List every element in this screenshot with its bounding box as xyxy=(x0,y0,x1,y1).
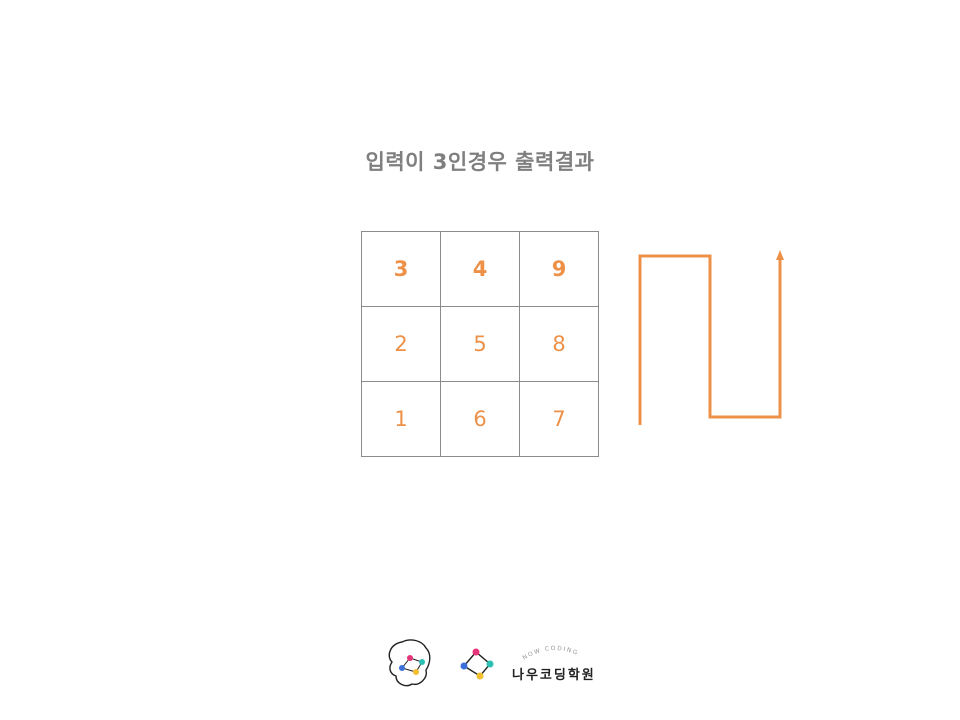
brain-icon xyxy=(388,639,431,687)
grid-cell: 4 xyxy=(440,231,520,307)
grid-cell: 6 xyxy=(440,381,520,457)
logo-text: 나우코딩학원 xyxy=(512,668,596,683)
network-mark-lines xyxy=(463,651,491,677)
logo-arc-text: NOW CODING xyxy=(521,645,579,662)
node-dot xyxy=(460,662,468,670)
arrow-head-icon xyxy=(776,250,784,260)
grid-row: 1 6 7 xyxy=(361,381,599,457)
number-grid: 3 4 9 2 5 8 1 6 7 xyxy=(361,231,599,457)
node-dot xyxy=(476,672,484,680)
snake-path-arrow xyxy=(638,250,784,425)
node-dot xyxy=(472,648,480,656)
svg-text:NOW CODING: NOW CODING xyxy=(521,645,579,662)
node-dot xyxy=(419,659,425,665)
node-dot xyxy=(399,665,405,671)
grid-cell: 9 xyxy=(519,231,599,307)
snake-path-line xyxy=(638,254,782,425)
company-logo xyxy=(388,639,494,687)
grid-cell: 5 xyxy=(440,306,520,382)
logo-arc-label: NOW CODING xyxy=(521,645,578,662)
grid-cell: 3 xyxy=(361,231,441,307)
grid-row: 3 4 9 xyxy=(361,231,599,307)
grid-cell: 2 xyxy=(361,306,441,382)
node-dot xyxy=(407,655,413,661)
grid-cell: 7 xyxy=(519,381,599,457)
slide-title: 입력이 3인경우 출력결과 xyxy=(365,150,595,174)
grid-cell: 8 xyxy=(519,306,599,382)
node-dot xyxy=(486,660,494,668)
grid-cell: 1 xyxy=(361,381,441,457)
node-dot xyxy=(413,669,419,675)
grid-row: 2 5 8 xyxy=(361,306,599,382)
